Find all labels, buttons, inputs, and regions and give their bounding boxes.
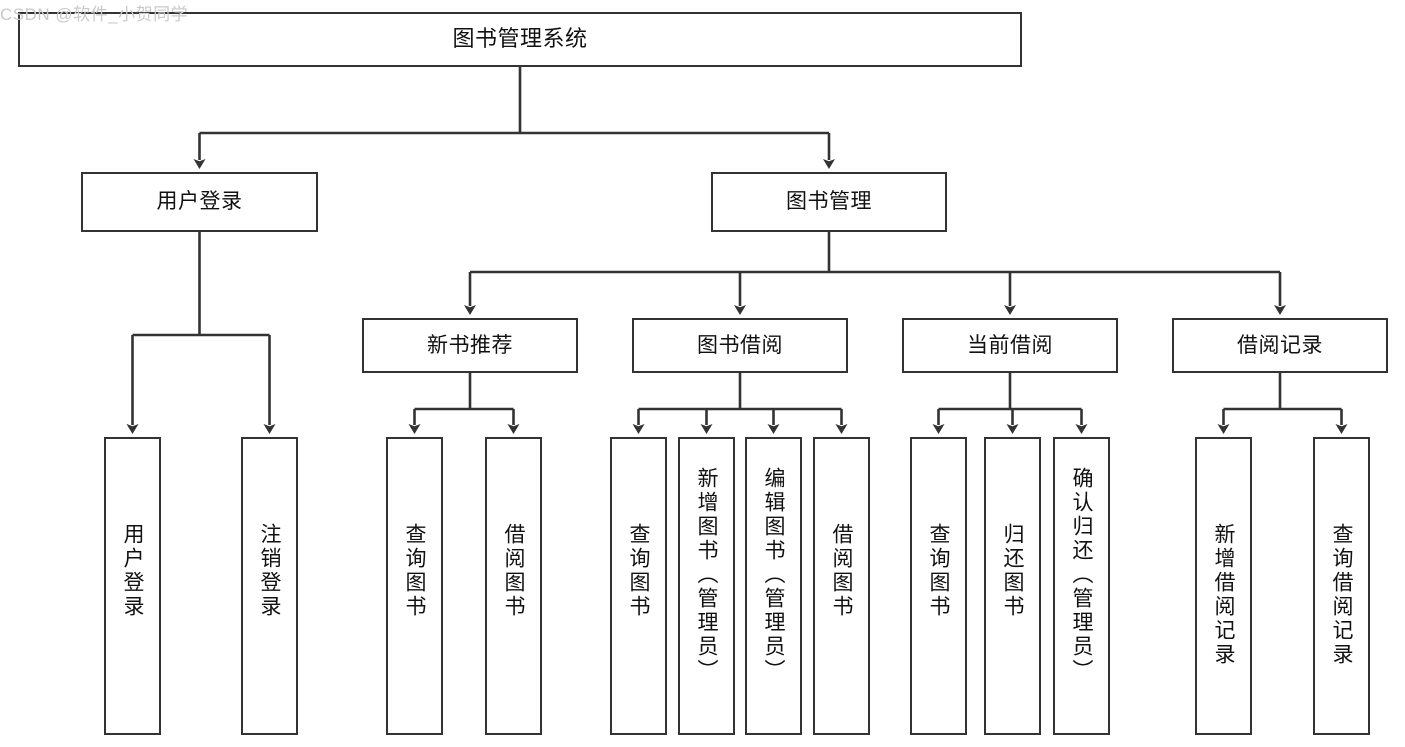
node-label: 注销登录 — [258, 523, 281, 619]
node-label: 用户登录 — [121, 523, 144, 619]
node-leaf_query_book_3[interactable]: 查询图书 — [910, 437, 967, 735]
node-root[interactable]: 图书管理系统 — [18, 12, 1022, 67]
node-leaf_query_book_2[interactable]: 查询图书 — [610, 437, 667, 735]
node-leaf_user_login[interactable]: 用户登录 — [104, 437, 161, 735]
node-leaf_borrow_book_2[interactable]: 借阅图书 — [813, 437, 870, 735]
node-user_login[interactable]: 用户登录 — [81, 172, 318, 232]
node-book_borrow[interactable]: 图书借阅 — [632, 318, 848, 373]
node-label: 用户登录 — [156, 190, 243, 214]
node-label: 图书借阅 — [697, 333, 783, 357]
node-leaf_add_record[interactable]: 新增借阅记录 — [1195, 437, 1252, 735]
node-label: 查询图书 — [627, 523, 650, 619]
node-label: 归还图书 — [1001, 523, 1024, 619]
node-label: 图书管理 — [786, 190, 872, 214]
node-label: 查询图书 — [927, 523, 950, 619]
node-label: 当前借阅 — [967, 333, 1053, 357]
node-label: 新书推荐 — [427, 333, 513, 357]
node-label: 借阅图书 — [502, 523, 525, 619]
node-leaf_confirm_return[interactable]: 确认归还（管理员） — [1053, 437, 1110, 735]
node-label: 借阅记录 — [1237, 333, 1323, 357]
node-leaf_query_book_1[interactable]: 查询图书 — [386, 437, 443, 735]
node-new_book_rec[interactable]: 新书推荐 — [362, 318, 578, 373]
node-label: 新增借阅记录 — [1212, 523, 1235, 667]
node-leaf_logout[interactable]: 注销登录 — [241, 437, 298, 735]
node-leaf_query_record[interactable]: 查询借阅记录 — [1313, 437, 1370, 735]
node-label: 图书管理系统 — [452, 26, 588, 52]
node-book_manage[interactable]: 图书管理 — [711, 172, 947, 232]
node-current_borrow[interactable]: 当前借阅 — [902, 318, 1118, 373]
node-leaf_borrow_book_1[interactable]: 借阅图书 — [485, 437, 542, 735]
node-leaf_edit_book[interactable]: 编辑图书（管理员） — [745, 437, 802, 735]
node-label: 确认归还（管理员） — [1070, 467, 1093, 683]
csdn-watermark: CSDN @软件_小贺同学 — [0, 5, 189, 24]
node-label: 查询图书 — [403, 523, 426, 619]
node-leaf_return_book[interactable]: 归还图书 — [984, 437, 1041, 735]
node-label: 新增图书（管理员） — [695, 467, 718, 683]
node-label: 借阅图书 — [830, 523, 853, 619]
node-leaf_add_book[interactable]: 新增图书（管理员） — [678, 437, 735, 735]
node-label: 编辑图书（管理员） — [762, 467, 785, 683]
node-label: 查询借阅记录 — [1330, 523, 1353, 667]
node-borrow_record[interactable]: 借阅记录 — [1172, 318, 1388, 373]
